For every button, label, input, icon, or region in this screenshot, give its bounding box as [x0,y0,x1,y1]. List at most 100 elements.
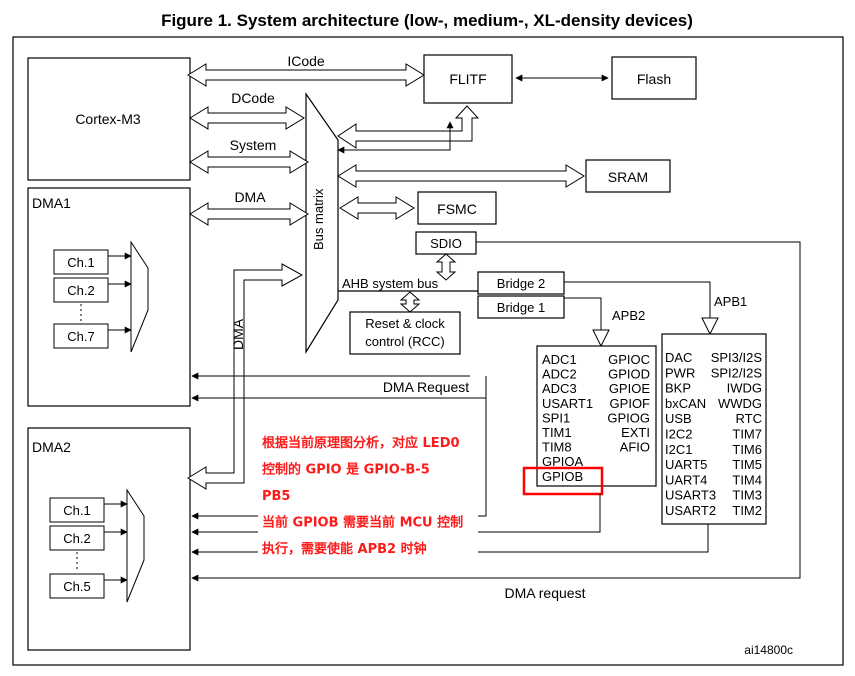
apb1-right-column: SPI3/I2SSPI2/I2SIWDGWWDGRTCTIM7TIM6TIM5T… [711,350,763,518]
apb1-periph-iwdg: IWDG [727,381,762,396]
matrix-flitf-bus [337,105,480,149]
dma1-ch-b-box [53,277,109,303]
apb1-periph-wwdg: WWDG [718,396,762,411]
icode-label: ICode [287,53,325,69]
apb1-periph-dac: DAC [665,350,692,365]
apb1-link [564,281,711,318]
apb1-periph-uart4: UART4 [665,472,707,487]
apb1-periph-tim7: TIM7 [732,427,762,442]
sdio-ahb-link [435,253,457,281]
apb2-periph-adc3: ADC3 [542,381,577,396]
dma2-ch-a-box [49,497,105,523]
apb1-periph-spi3-i2s: SPI3/I2S [711,350,763,365]
sram-block [585,159,671,193]
bridge2-label: Bridge 2 [497,276,545,291]
apb1-periph-i2c1: I2C1 [665,442,692,457]
dma2-ch-c: Ch.5 [63,579,90,594]
bridge1-block [477,295,565,319]
apb1-dma-request [480,524,709,553]
dma1-arbiter [130,240,149,353]
dma-bus-label: DMA [234,189,266,205]
apb1-arrow-head [701,317,719,336]
apb2-periph-tim1: TIM1 [542,425,572,440]
annotation-line: 控制的 GPIO 是 GPIO-B-5 [262,462,430,478]
dma2-label: DMA2 [32,439,71,455]
dma2-ch-c-box [49,573,105,599]
fsmc-block [417,191,497,225]
apb2-periph-gpioe: GPIOE [609,381,651,396]
apb1-left-column: DACPWRBKPbxCANUSBI2C2I2C1UART5UART4USART… [665,350,716,518]
rcc-label-line2: control (RCC) [365,334,444,349]
apb1-label: APB1 [714,294,747,309]
apb1-periph-usart2: USART2 [665,503,716,518]
dma1-bus [189,202,309,226]
apb1-periph-tim4: TIM4 [732,472,762,487]
figure-title: Figure 1. System architecture (low-, med… [161,11,693,30]
apb2-arrow-head [592,329,610,348]
sdio-label: SDIO [430,236,462,251]
apb1-periph-tim6: TIM6 [732,442,762,457]
dma1-ch-b: Ch.2 [67,283,94,298]
flitf-block [423,54,513,104]
system-label: System [230,137,277,153]
dma1-ch-c-box [53,323,109,349]
system-bus [189,150,309,174]
dma-vertical-label: DMA [230,318,246,350]
apb2-peripheral-box [536,345,657,487]
ahb-rcc-link [399,291,421,313]
apb2-periph-gpiof: GPIOF [610,396,651,411]
dcode-label: DCode [231,90,275,106]
flash-block [611,56,697,100]
annotation-line: 根据当前原理图分析，对应 LED0 [262,435,460,451]
apb1-peripheral-box [661,333,767,525]
dma1-ch-a: Ch.1 [67,255,94,270]
apb1-periph-tim5: TIM5 [732,457,762,472]
matrix-fsmc-bus [339,196,415,220]
apb2-periph-gpioc: GPIOC [608,352,650,367]
flash-label: Flash [637,71,671,87]
annotation-line: 当前 GPIOB 需要当前 MCU 控制 [262,515,463,531]
apb2-periph-gpiog: GPIOG [607,410,650,425]
apb2-periph-gpiod: GPIOD [608,367,650,382]
apb2-periph-gpioa: GPIOA [542,454,584,469]
apb1-periph-tim3: TIM3 [732,488,762,503]
sdio-dma-request-line [191,241,801,582]
rcc-label-line1: Reset & clock [365,316,445,331]
apb2-link [564,297,602,330]
bus-matrix [305,92,339,355]
annotation-line: 执行，需要使能 APB2 时钟 [262,541,427,557]
bridge2-block [477,271,565,295]
dma2-ch-a: Ch.1 [63,503,90,518]
dma-request-upper-label: DMA Request [383,379,469,395]
figure-ref-code: ai14800c [744,643,793,657]
rcc-block [349,311,461,355]
dma1-block [27,187,191,407]
apb1-periph-tim2: TIM2 [732,503,762,518]
apb1-periph-spi2-i2s: SPI2/I2S [711,365,763,380]
apb1-periph-uart5: UART5 [665,457,707,472]
apb2-periph-spi1: SPI1 [542,410,570,425]
apb1-periph-usart3: USART3 [665,488,716,503]
dcode-bus [189,106,305,130]
fsmc-label: FSMC [437,201,477,217]
apb1-periph-i2c2: I2C2 [665,427,692,442]
apb2-periph-gpiob: GPIOB [542,469,583,484]
apb2-periph-afio: AFIO [620,440,650,455]
bus-matrix-label: Bus matrix [311,188,326,250]
dma1-label: DMA1 [32,195,71,211]
ahb-bus-label: AHB system bus [342,276,439,291]
apb1-periph-bkp: BKP [665,381,691,396]
apb1-periph-pwr: PWR [665,365,695,380]
dma2-ch-b-box [49,525,105,551]
gpiob-highlight [522,466,604,496]
apb2-periph-adc1: ADC1 [542,352,577,367]
dma-request-line-upper [470,376,487,399]
apb2-periph-adc2: ADC2 [542,367,577,382]
dma2-ch-b: Ch.2 [63,531,90,546]
sram-label: SRAM [608,169,648,185]
apb2-periph-usart1: USART1 [542,396,593,411]
